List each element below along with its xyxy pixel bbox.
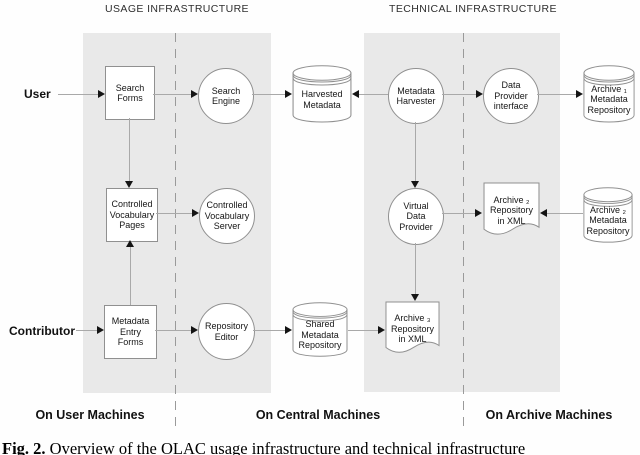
node-label-archive2-metadata-repository: Archive ₂ Metadata Repository bbox=[586, 204, 630, 236]
node-label-data-provider-interface: Data Provider interface bbox=[493, 80, 529, 112]
edge-search-forms-to-vocabulary-pages-line bbox=[129, 118, 130, 181]
document-shape bbox=[385, 301, 440, 353]
edge-metadata-harvester-to-virtual-data-provider-arrowhead bbox=[411, 181, 419, 188]
node-label-virtual-data-provider: Virtual Data Provider bbox=[399, 200, 433, 232]
edge-contributor-to-entry-forms-line bbox=[76, 330, 97, 331]
node-label-archive1-metadata-repository: Archive ₁ Metadata Repository bbox=[587, 83, 631, 115]
node-controlled-vocabulary-pages: Controlled Vocabulary Pages bbox=[106, 188, 158, 242]
node-label-metadata-entry-forms: Metadata Entry Forms bbox=[111, 316, 150, 348]
node-label-harvested-metadata: Harvested Metadata bbox=[301, 89, 343, 110]
edge-entry-forms-to-repository-editor-line bbox=[155, 330, 191, 331]
node-label-shared-metadata-repository: Shared Metadata Repository bbox=[298, 319, 342, 351]
caption-fig-label: Fig. 2. bbox=[2, 439, 46, 455]
node-label-search-engine: Search Engine bbox=[211, 85, 241, 107]
edge-repository-editor-to-shared-repository-arrowhead bbox=[285, 326, 292, 334]
edge-virtual-data-provider-to-archive2-doc-arrowhead bbox=[475, 209, 482, 217]
node-search-forms: Search Forms bbox=[105, 66, 155, 120]
node-label-archive2-repository-xml: Archive ₂ Repository in XML bbox=[489, 194, 534, 226]
node-label-metadata-harvester: Metadata Harvester bbox=[396, 85, 436, 107]
node-label-archive3-repository-xml: Archive ₃ Repository in XML bbox=[390, 313, 435, 345]
node-search-engine: Search Engine bbox=[198, 68, 254, 124]
edge-metadata-harvester-to-harvested-metadata-line bbox=[359, 94, 388, 95]
node-label-controlled-vocabulary-server: Controlled Vocabulary Server bbox=[204, 200, 250, 232]
actor-user-label: User bbox=[24, 87, 51, 101]
edge-search-engine-to-harvested-metadata-line bbox=[252, 94, 285, 95]
node-data-provider-interface: Data Provider interface bbox=[483, 68, 539, 124]
edge-data-provider-interface-to-archive1-arrowhead bbox=[576, 90, 583, 98]
edge-data-provider-interface-to-archive1-line bbox=[537, 94, 576, 95]
edge-entry-forms-to-vocabulary-pages-arrowhead bbox=[126, 240, 134, 247]
edge-virtual-data-provider-to-archive3-doc-line bbox=[415, 243, 416, 294]
edge-search-forms-to-search-engine-arrowhead bbox=[191, 90, 198, 98]
zone-label-archive-machines: On Archive Machines bbox=[485, 408, 613, 422]
node-repository-editor: Repository Editor bbox=[198, 303, 255, 360]
node-archive3-repository-xml: Archive ₃ Repository in XML bbox=[385, 301, 440, 361]
zone-label-user-machines: On User Machines bbox=[35, 408, 145, 422]
header-technical-infrastructure: TECHNICAL INFRASTRUCTURE bbox=[389, 3, 557, 15]
edge-metadata-harvester-to-data-provider-interface-arrowhead bbox=[476, 90, 483, 98]
node-label-repository-editor: Repository Editor bbox=[204, 321, 249, 342]
edge-search-forms-to-vocabulary-pages-arrowhead bbox=[125, 181, 133, 188]
edge-metadata-harvester-to-virtual-data-provider-line bbox=[415, 122, 416, 181]
edge-archive2-repository-to-archive2-doc-arrowhead bbox=[540, 209, 547, 217]
cylinder-shape bbox=[292, 65, 352, 123]
cylinder-shape bbox=[583, 187, 633, 243]
node-shared-metadata-repository: Shared Metadata Repository bbox=[292, 301, 348, 362]
edge-search-engine-to-harvested-metadata-arrowhead bbox=[285, 90, 292, 98]
edge-vocabulary-pages-to-vocabulary-server-arrowhead bbox=[192, 209, 199, 217]
node-label-controlled-vocabulary-pages: Controlled Vocabulary Pages bbox=[109, 199, 155, 231]
figure-caption: Fig. 2. Overview of the OLAC usage infra… bbox=[2, 438, 638, 455]
node-virtual-data-provider: Virtual Data Provider bbox=[388, 188, 444, 245]
edge-archive2-repository-to-archive2-doc-line bbox=[547, 213, 583, 214]
node-metadata-entry-forms: Metadata Entry Forms bbox=[104, 305, 157, 359]
edge-entry-forms-to-repository-editor-arrowhead bbox=[191, 326, 198, 334]
edge-contributor-to-entry-forms-arrowhead bbox=[97, 326, 104, 334]
node-controlled-vocabulary-server: Controlled Vocabulary Server bbox=[199, 188, 255, 244]
edge-repository-editor-to-shared-repository-line bbox=[253, 330, 285, 331]
edge-entry-forms-to-vocabulary-pages-line bbox=[130, 247, 131, 305]
document-shape bbox=[483, 182, 540, 235]
edge-search-forms-to-search-engine-line bbox=[153, 94, 191, 95]
node-archive2-metadata-repository: Archive ₂ Metadata Repository bbox=[583, 186, 633, 248]
edge-shared-repository-to-archive3-doc-line bbox=[348, 330, 378, 331]
divider-central-archive bbox=[463, 33, 464, 432]
node-label-search-forms: Search Forms bbox=[115, 82, 145, 104]
cylinder-shape bbox=[292, 302, 348, 357]
edge-metadata-harvester-to-harvested-metadata-arrowhead bbox=[352, 90, 359, 98]
edge-virtual-data-provider-to-archive2-doc-line bbox=[442, 213, 475, 214]
header-usage-infrastructure: USAGE INFRASTRUCTURE bbox=[105, 3, 249, 15]
edge-vocabulary-pages-to-vocabulary-server-line bbox=[156, 213, 192, 214]
cylinder-shape bbox=[583, 65, 635, 123]
edge-virtual-data-provider-to-archive3-doc-arrowhead bbox=[411, 294, 419, 301]
node-archive1-metadata-repository: Archive ₁ Metadata Repository bbox=[583, 64, 635, 128]
node-archive2-repository-xml: Archive ₂ Repository in XML bbox=[483, 182, 540, 243]
zone-label-central-machines: On Central Machines bbox=[255, 408, 381, 422]
node-harvested-metadata: Harvested Metadata bbox=[292, 64, 352, 128]
divider-user-central bbox=[175, 33, 176, 432]
edge-user-to-search-forms-line bbox=[58, 94, 98, 95]
edge-shared-repository-to-archive3-doc-arrowhead bbox=[378, 326, 385, 334]
edge-metadata-harvester-to-data-provider-interface-line bbox=[442, 94, 476, 95]
actor-contributor-label: Contributor bbox=[9, 324, 75, 338]
node-metadata-harvester: Metadata Harvester bbox=[388, 68, 444, 124]
edge-user-to-search-forms-arrowhead bbox=[98, 90, 105, 98]
caption-text: Overview of the OLAC usage infrastructur… bbox=[45, 439, 526, 455]
